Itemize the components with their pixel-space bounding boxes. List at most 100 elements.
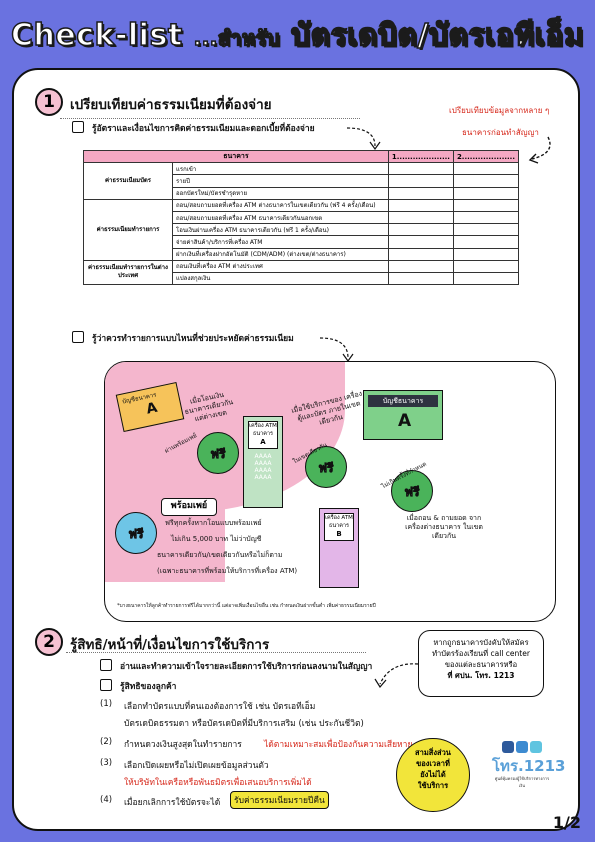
right-item-2-line-1: กำหนดวงเงินสูงสุดในทำรายการ [124, 740, 242, 750]
card-letter: A [398, 411, 412, 431]
right-item-1-line-1: เลือกทำบัตรแบบที่ตนเองต้องการใช้ เช่น บั… [124, 702, 316, 712]
atm-label: เครื่อง ATM [325, 515, 353, 521]
card-label: บัญชีธนาคาร [368, 395, 438, 407]
note-line-1: เปรียบเทียบข้อมูลจากหลาย ๆ [449, 106, 550, 115]
table-row: ค่าธรรมเนียมบัตร แรกเข้า [83, 162, 520, 200]
info-line: หากถูกธนาคารบังคับให้สมัคร [433, 638, 529, 647]
promptpay-tag: พร้อมเพย์ [161, 498, 217, 516]
free-badge-promptpay: ฟรี [115, 512, 157, 554]
right-item-2-red: ได้ตามเหมาะสมเพื่อป้องกันความเสียหาย [264, 740, 413, 750]
table-cell-input[interactable] [452, 247, 520, 261]
table-cell: แรกเข้า [172, 162, 389, 176]
table-cell-input[interactable] [387, 271, 454, 286]
card-letter: A [144, 399, 159, 418]
table-cell: ถอนเงินที่เครื่อง ATM ต่างประเทศ [172, 259, 389, 273]
table-cell-input[interactable] [387, 247, 454, 261]
table-cell-input[interactable] [387, 210, 454, 225]
table-header-bank-1[interactable]: 1.................... [387, 149, 454, 164]
table-header-bank-2[interactable]: 2.................... [452, 149, 520, 164]
table-cell: รายปี [172, 174, 389, 188]
info-line: ทำบัตรร้องเรียนที่ call center [432, 649, 530, 658]
table-cell: จ่ายค่าสินค้า/บริการที่เครื่อง ATM [172, 235, 389, 249]
dashed-arrow-icon [374, 663, 419, 689]
fee-saving-illustration: บัญชีธนาคาร A เมื่อโอนเงิน ธนาคารเดียวกั… [104, 361, 556, 622]
free-badge: ฟรี [305, 446, 347, 488]
table-row: ค่าธรรมเนียมทำรายการในต่างประเทศ ถอนเงิน… [83, 259, 520, 286]
table-row: แปลงสกุลเงิน [84, 271, 520, 286]
right-item-4-highlight: รับค่าธรรมเนียมรายปีคืน [230, 791, 329, 809]
table-cell-input[interactable] [387, 235, 454, 249]
chat-icon [530, 741, 542, 753]
atm-letter: B [336, 530, 342, 538]
table-cell-input[interactable] [452, 174, 520, 188]
section-1-number: 1 [35, 88, 63, 116]
table-cell: แปลงสกุลเงิน [172, 271, 389, 286]
table-cell: ถอน/สอบถามยอดที่เครื่อง ATM ต่างธนาคารใน… [172, 198, 389, 212]
check-save-fees-label: รู้ว่าควรทำรายการแบบไหนที่ช่วยประหยัดค่า… [92, 334, 294, 344]
table-cell-input[interactable] [387, 198, 454, 212]
bubble-line: ยังไม่ได้ [420, 770, 446, 779]
table-cell-input[interactable] [387, 223, 454, 237]
right-item-number: (1) [100, 699, 113, 709]
atm-sub: ธนาคาร [253, 431, 273, 437]
right-item-1-line-2: บัตรเดบิตธรรมดา หรือบัตรเดบิตที่มีบริการ… [124, 719, 364, 729]
right-item-3-red: ให้บริษัทในเครือหรือพันธมิตรเพื่อเสนอบริ… [124, 778, 312, 788]
category-card-fee: ค่าธรรมเนียมบัตร [83, 162, 173, 200]
promptpay-line-4: (เฉพาะธนาคารที่พร้อมให้บริการที่เครื่อง … [157, 567, 298, 575]
table-cell: ออกบัตรใหม่/บัตรชำรุดหาย [172, 186, 389, 200]
info-line: ที่ ศปน. โทร. 1213 [447, 671, 515, 680]
heading-underline [60, 118, 360, 119]
logo-phone-number: โทร.1213 [492, 757, 566, 775]
table-header-bank: ธนาคาร [83, 149, 389, 164]
table-cell-input[interactable] [452, 259, 520, 273]
curved-arrow-icon [528, 136, 551, 164]
right-item-number: (4) [100, 795, 113, 805]
title-english: Check-list [10, 17, 183, 54]
atm-machine-b: เครื่อง ATM ธนาคาร B [319, 508, 359, 588]
bubble-line: สามสิ่งส่วน [415, 748, 451, 757]
table-cell-input[interactable] [452, 235, 520, 249]
right-item-4-line-1: เมื่อยกเลิกการใช้บัตรจะได้ [124, 798, 221, 808]
table-cell-input[interactable] [452, 223, 520, 237]
table-cell-input[interactable] [452, 210, 520, 225]
promptpay-line-2: ไม่เกิน 5,000 บาท ไม่ว่าบัญชี [171, 535, 262, 543]
complaint-info-box: หากถูกธนาคารบังคับให้สมัคร ทำบัตรร้องเรี… [418, 630, 544, 697]
illustration-footnote: *บางธนาคารให้ลูกค้าทำรายการฟรีได้มากกว่า… [117, 603, 376, 609]
category-foreign-fee: ค่าธรรมเนียมทำรายการในต่างประเทศ [83, 259, 173, 286]
table-cell-input[interactable] [387, 174, 454, 188]
check-know-rights-label: รู้สิทธิของลูกค้า [120, 682, 177, 692]
checkbox-read-terms[interactable] [100, 659, 112, 671]
checkbox-save-fees[interactable] [72, 331, 84, 343]
dashed-arrow-icon [319, 337, 354, 363]
title-thai: บัตรเดบิต/บัตรเอทีเอ็ม [290, 17, 585, 54]
table-cell-input[interactable] [452, 186, 520, 200]
atm-letter: A [260, 438, 266, 446]
check-read-terms-label: อ่านและทำความเข้าใจรายละเอียดการใช้บริกา… [120, 662, 373, 672]
bubble-line: ใช้บริการ [417, 781, 449, 790]
table-cell-input[interactable] [387, 259, 454, 273]
checkbox-know-rights[interactable] [100, 679, 112, 691]
table-cell: ถอน/สอบถามยอดที่เครื่อง ATM ธนาคารเดียวก… [172, 210, 389, 225]
section-2-number: 2 [35, 628, 63, 656]
dashed-arrow-icon [346, 127, 381, 151]
table-cell-input[interactable] [452, 198, 520, 212]
page-title: Check-list ...สำหรับ บัตรเดบิต/บัตรเอทีเ… [0, 12, 595, 59]
checkbox-fee-rates[interactable] [72, 121, 84, 133]
table-header-row: ธนาคาร 1.................... 2..........… [83, 149, 520, 164]
table-cell-input[interactable] [387, 162, 454, 176]
atm-sub: ธนาคาร [329, 523, 349, 529]
info-line: ของแต่ละธนาคารหรือ [444, 660, 518, 669]
table-row: จ่ายค่าสินค้า/บริการที่เครื่อง ATM [84, 235, 520, 249]
table-cell-input[interactable] [452, 271, 520, 286]
fee-comparison-table: ธนาคาร 1.................... 2..........… [83, 149, 520, 286]
check-fee-rates-label: รู้อัตราและเงื่อนไขการคิดค่าธรรมเนียมและ… [92, 124, 315, 134]
table-cell-input[interactable] [387, 186, 454, 200]
page-number: 1/2 [552, 813, 581, 832]
atm-label: เครื่อง ATM [249, 423, 277, 429]
category-transaction-fee: ค่าธรรมเนียมทำรายการ [83, 198, 173, 261]
table-cell: โอนเงินผ่านเครื่อง ATM ธนาคารเดียวกัน (ฟ… [172, 223, 389, 237]
title-connector: ...สำหรับ [193, 25, 280, 51]
table-cell-input[interactable] [452, 162, 520, 176]
right-item-3-line-1: เลือกเปิดเผยหรือไม่เปิดเผยข้อมูลส่วนตัว [124, 761, 269, 771]
